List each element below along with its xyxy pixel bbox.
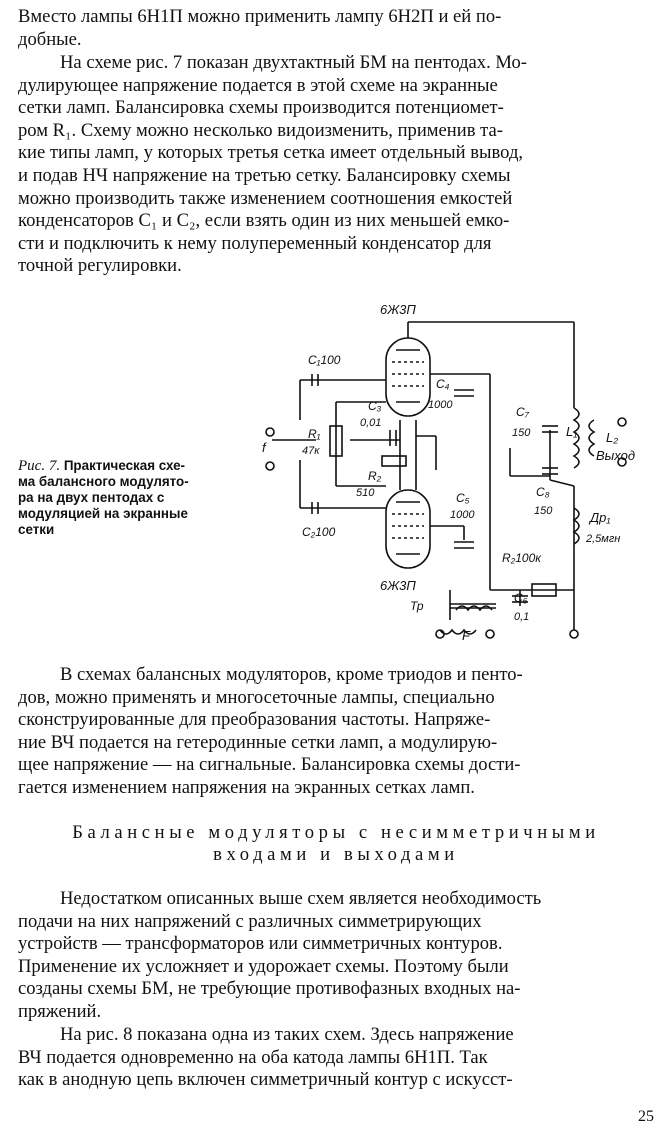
text-line: сконструированные для преобразования час… <box>18 709 491 731</box>
label-c1: C₁100 <box>308 353 341 367</box>
text-line: В схемах балансных модуляторов, кроме тр… <box>60 664 523 685</box>
figure-caption-label: Рис. 7. <box>18 458 61 474</box>
capacitors <box>311 374 558 603</box>
paragraph-2: На схеме рис. 7 показан двухтактный БМ н… <box>18 52 654 278</box>
label-c3: C₃ <box>368 399 382 413</box>
paragraph-5: На рис. 8 показана одна из таких схем. З… <box>18 1024 654 1092</box>
caption-line: сетки <box>18 522 55 537</box>
label-c8: C₈ <box>536 485 550 499</box>
text-line: конденсаторов C₁ и C₂, если взять один и… <box>18 210 510 232</box>
label-dr1-value: 2,5мгн <box>585 533 620 545</box>
text-line: добные. <box>18 28 82 50</box>
wiring <box>272 321 575 630</box>
text-line: На рис. 8 показана одна из таких схем. З… <box>60 1024 514 1045</box>
paragraph-4: Недостатком описанных выше схем является… <box>18 888 654 1024</box>
heading-line: входами и выходами <box>213 844 459 865</box>
label-dr1: Др₁ <box>588 510 610 525</box>
text-line: подачи на них напряжений с различных сим… <box>18 910 482 932</box>
label-c7-value: 150 <box>512 427 531 439</box>
text-line: Вместо лампы 6Н1П можно применить лампу … <box>18 6 502 27</box>
page-number: 25 <box>638 1108 654 1125</box>
label-c4: C₄ <box>436 377 450 391</box>
text-line: Применение их усложняет и удорожает схем… <box>18 955 509 977</box>
label-input-F: F <box>462 628 471 643</box>
text-line: как в анодную цепь включен симметричный … <box>18 1069 513 1091</box>
label-c7: C₇ <box>516 405 530 419</box>
figure-caption: Рис. 7. Практическая схе- ма балансного … <box>18 458 238 538</box>
text-line: и подав НЧ напряжение на третью сетку. Б… <box>18 164 511 186</box>
caption-line: ра на двух пентодах с <box>18 490 165 505</box>
label-tube-top: 6Ж3П <box>380 302 416 317</box>
label-r1: R₁ <box>308 427 321 441</box>
caption-line: модуляцией на экранные <box>18 506 188 521</box>
label-input-f: f <box>262 440 267 455</box>
label-r2-value: 510 <box>356 487 375 499</box>
text-line: ние ВЧ подается на гетеродинные сетки ла… <box>18 731 498 753</box>
tube-bottom <box>385 489 431 569</box>
label-c5-value: 1000 <box>450 509 475 521</box>
text-line: устройств — трансформаторов или симметри… <box>18 933 503 955</box>
heading-line: Балансные модуляторы с несимметричными <box>72 822 600 843</box>
label-r1-value: 47к <box>302 445 320 457</box>
caption-line: ма балансного модулято- <box>18 474 189 489</box>
text-line: дов, можно применять и многосеточные лам… <box>18 686 495 708</box>
coils <box>439 407 596 635</box>
label-c2: C₂100 <box>302 525 336 539</box>
schematic-diagram: 6Ж3П 6Ж3П <box>262 302 635 643</box>
text-line: можно производить также изменением соотн… <box>18 187 513 209</box>
terminals <box>265 417 627 639</box>
label-c6: C₆ <box>514 591 528 605</box>
text-line: щее напряжение — на сигнальные. Балансир… <box>18 754 521 776</box>
text-line: сетки ламп. Балансировка схемы производи… <box>18 97 504 119</box>
text-line: кие типы ламп, у которых третья сетка им… <box>18 142 524 164</box>
paragraph-3: В схемах балансных модуляторов, кроме тр… <box>18 664 654 800</box>
label-c5: C₅ <box>456 491 470 505</box>
label-l2: L₂ <box>606 430 618 445</box>
tube-top <box>385 337 431 417</box>
label-c8-value: 150 <box>534 505 553 517</box>
text-line: созданы схемы БМ, не требующие противофа… <box>18 978 521 1000</box>
label-r2: R₂ <box>368 469 382 483</box>
label-c3-value: 0,01 <box>360 417 381 429</box>
text-line: ВЧ подается одновременно на оба катода л… <box>18 1046 488 1068</box>
text-line: точной регулировки. <box>18 255 182 277</box>
label-output: Выход <box>596 448 635 463</box>
label-c6-value: 0,1 <box>514 611 529 623</box>
label-c4-value: 1000 <box>428 399 453 411</box>
caption-line: Практическая схе- <box>63 458 186 473</box>
text-line: пряжений. <box>18 1000 102 1022</box>
label-l1: L₁ <box>566 424 577 439</box>
text-line: На схеме рис. 7 показан двухтактный БМ н… <box>60 52 527 73</box>
text-line: сти и подключить к нему полупеременный к… <box>18 232 492 254</box>
text-line: Недостатком описанных выше схем является… <box>60 888 542 909</box>
text-line: гается изменением напряжения на экранных… <box>18 776 475 798</box>
label-r2-100k: R₂100к <box>502 551 542 565</box>
paragraph-1: Вместо лампы 6Н1П можно применить лампу … <box>18 6 654 51</box>
section-heading: Балансные модуляторы с несимметричными в… <box>18 822 654 866</box>
resistors <box>329 425 557 597</box>
label-tube-bottom: 6Ж3П <box>380 578 416 593</box>
text-line: ром R₁. Схему можно несколько видоизмени… <box>18 119 503 141</box>
text-line: дулирующее напряжение подается в этой сх… <box>18 74 498 96</box>
label-transformer: Тр <box>410 599 424 613</box>
